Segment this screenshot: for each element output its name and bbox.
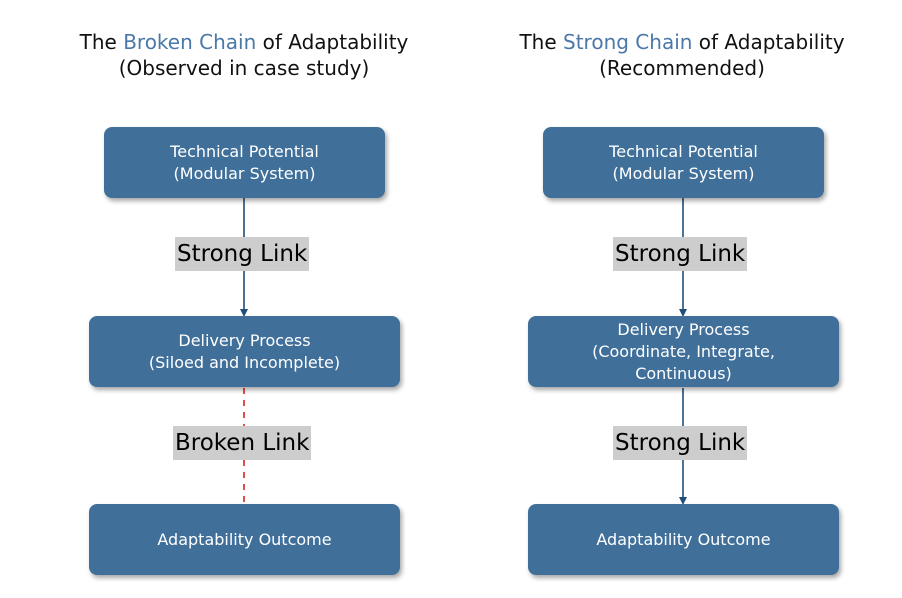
right-subtitle: (Recommended) bbox=[599, 56, 765, 80]
left-technical-potential-box: Technical Potential (Modular System) bbox=[104, 127, 385, 198]
left-box2-line1: Delivery Process bbox=[178, 330, 311, 350]
left-strong-link-label: Strong Link bbox=[175, 237, 310, 271]
left-title-pre: The bbox=[79, 30, 124, 54]
left-title-highlight: Broken Chain bbox=[123, 30, 257, 54]
left-adaptability-outcome-box: Adaptability Outcome bbox=[89, 504, 400, 575]
right-title: The Strong Chain of Adaptability (Recomm… bbox=[482, 29, 882, 81]
right-title-highlight: Strong Chain bbox=[563, 30, 693, 54]
left-box1-line2: (Modular System) bbox=[173, 163, 316, 183]
right-title-line: The Strong Chain of Adaptability bbox=[482, 29, 882, 55]
left-box2-line2: (Siloed and Incomplete) bbox=[148, 352, 341, 372]
right-delivery-process-box: Delivery Process (Coordinate, Integrate,… bbox=[528, 316, 839, 387]
left-broken-link-label: Broken Link bbox=[173, 426, 312, 460]
right-title-pre: The bbox=[519, 30, 564, 54]
left-title-line: The Broken Chain of Adaptability bbox=[44, 29, 444, 55]
left-title: The Broken Chain of Adaptability (Observ… bbox=[44, 29, 444, 81]
left-box3-line1: Adaptability Outcome bbox=[157, 529, 332, 549]
left-delivery-process-box: Delivery Process (Siloed and Incomplete) bbox=[89, 316, 400, 387]
left-subtitle: (Observed in case study) bbox=[118, 56, 370, 80]
right-box2-line1: Delivery Process bbox=[617, 319, 750, 339]
right-adaptability-outcome-box: Adaptability Outcome bbox=[528, 504, 839, 575]
right-technical-potential-box: Technical Potential (Modular System) bbox=[543, 127, 824, 198]
right-strong-link-label-2: Strong Link bbox=[613, 426, 748, 460]
right-box2-line3: Continuous) bbox=[635, 363, 732, 383]
right-title-post: of Adaptability bbox=[692, 30, 845, 54]
right-strong-link-label-1: Strong Link bbox=[613, 237, 748, 271]
right-box2-line2: (Coordinate, Integrate, bbox=[592, 341, 775, 361]
right-box1-line2: (Modular System) bbox=[612, 163, 755, 183]
right-box3-line1: Adaptability Outcome bbox=[596, 529, 771, 549]
left-title-post: of Adaptability bbox=[256, 30, 409, 54]
right-box1-line1: Technical Potential bbox=[609, 141, 758, 161]
left-box1-line1: Technical Potential bbox=[170, 141, 319, 161]
